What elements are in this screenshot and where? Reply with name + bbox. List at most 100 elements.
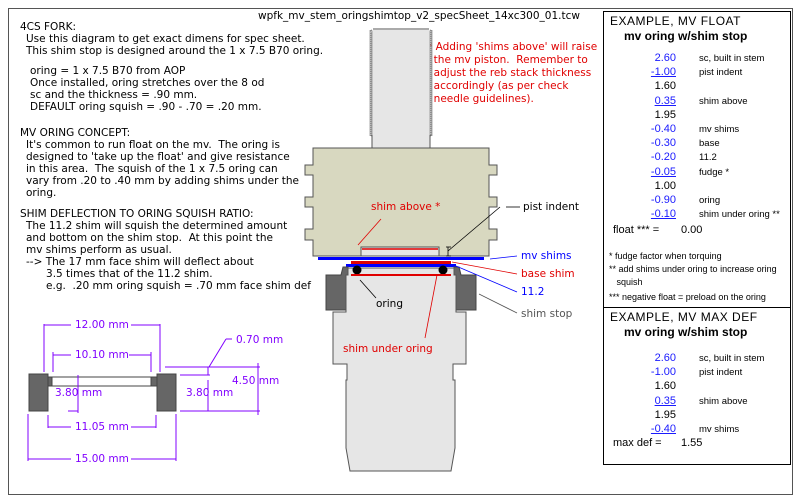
concept-line-5: oring. — [26, 187, 57, 199]
intro-heading: 4CS FORK: — [20, 21, 77, 33]
calc-label: shim under oring ** — [699, 209, 780, 221]
calc-label: 11.2 — [699, 152, 717, 164]
warning-line-3: adjust the reb stack thickness — [427, 67, 592, 79]
calc-value: 1.95 — [654, 108, 676, 121]
calc-row: -1.00 pist indent — [604, 66, 790, 80]
oring-left — [352, 265, 362, 275]
oring-right — [438, 265, 448, 275]
calc-label: mv shims — [699, 424, 740, 435]
dim-right-depth: 3.80 mm — [186, 387, 234, 399]
ratio-line-3: mv shims perform as usual. — [26, 244, 172, 256]
warning-line-2: the mv piston. Remember to — [427, 54, 588, 66]
float-total-label: float *** = — [613, 224, 660, 236]
warning-line-4: accordingly (as per check — [427, 80, 569, 92]
ratio-heading: SHIM DEFLECTION TO ORING SQUISH RATIO: — [20, 208, 254, 220]
file-title: wpfk_mv_stem_oringshimtop_v2_specSheet_1… — [258, 10, 580, 22]
calc-value: -0.30 — [650, 137, 676, 150]
calc-row: 1.60 — [604, 80, 790, 94]
float-note-1: * fudge factor when torquing — [609, 251, 722, 261]
shim-above — [360, 246, 440, 257]
calc-row: 1.95 — [604, 409, 790, 423]
calc-value: -1.00 — [650, 66, 676, 79]
calc-label: mv shims — [699, 124, 740, 135]
calc-row: 2.60 sc, built in stem — [604, 52, 790, 66]
calc-row: 1.60 — [604, 380, 790, 394]
oring-line-4: DEFAULT oring squish = .90 - .70 = .20 m… — [30, 101, 262, 113]
float-panel-subtitle: mv oring w/shim stop — [624, 29, 748, 43]
shim-11-2 — [346, 264, 456, 267]
calc-label: sc, built in stem — [699, 353, 765, 364]
warning-line-5: needle guidelines). — [427, 93, 534, 105]
shim-under-oring — [351, 274, 451, 276]
concept-line-3: in this area. The squish of the 1 x 7.5 … — [26, 163, 278, 175]
calc-value: 0.35 — [654, 94, 676, 107]
ratio-line-5: 3.5 times that of the 11.2 shim. — [26, 268, 213, 280]
float-example-panel: EXAMPLE, MV FLOAT mv oring w/shim stop 2… — [603, 11, 791, 308]
concept-line-1: It's common to run float on the mv. The … — [26, 139, 280, 151]
label-shim-above: shim above * — [371, 201, 441, 213]
concept-line-4: vary from .20 to .40 mm by adding shims … — [26, 175, 299, 187]
oring-line-3: sc and the thickness = .90 mm. — [30, 89, 198, 101]
calc-row: -0.05 fudge * — [604, 166, 790, 180]
calc-row: -0.20 11.2 — [604, 151, 790, 165]
label-shim-under-oring: shim under oring — [343, 343, 433, 355]
label-shim-stop: shim stop — [521, 308, 573, 320]
dimension-lines — [27, 324, 260, 461]
dim-step: 0.70 mm — [236, 334, 284, 346]
concept-line-2: designed to 'take up the float' and give… — [26, 151, 290, 163]
maxdef-panel-title: EXAMPLE, MV MAX DEF — [610, 310, 758, 324]
dim-top-outer: 12.00 mm — [75, 319, 129, 331]
label-11-2: 11.2 — [521, 286, 545, 298]
dim-bore: 11.05 mm — [75, 421, 129, 433]
float-note-3: squish — [609, 277, 643, 287]
float-note-2: ** add shims under oring to increase ori… — [609, 264, 777, 274]
ratio-line-6: e.g. .20 mm oring squish = .70 mm face s… — [26, 280, 311, 292]
calc-label: sc, built in stem — [699, 53, 765, 64]
calc-row: -0.40 mv shims — [604, 123, 790, 137]
label-base-shim: base shim — [521, 268, 575, 280]
calc-row: 1.95 — [604, 109, 790, 123]
calc-label: pist indent — [699, 367, 743, 379]
dim-height: 4.50 mm — [232, 375, 280, 387]
maxdef-total-value: 1.55 — [681, 437, 703, 449]
calc-label: base — [699, 138, 720, 150]
calc-value: 1.95 — [654, 408, 676, 421]
calc-value: 2.60 — [654, 52, 676, 64]
intro-line-1: Use this diagram to get exact dimens for… — [26, 33, 305, 45]
oring-line-1: oring = 1 x 7.5 B70 from AOP — [30, 65, 186, 77]
oring-line-2: Once installed, oring stretches over the… — [30, 77, 265, 89]
base-shim — [351, 261, 451, 264]
dim-outer: 15.00 mm — [75, 453, 129, 465]
label-mv-shims: mv shims — [521, 250, 572, 262]
calc-value: -1.00 — [650, 366, 676, 379]
calc-row: -0.30 base — [604, 137, 790, 151]
calc-label: pist indent — [699, 67, 743, 79]
ratio-line-4: --> The 17 mm face shim will deflect abo… — [26, 256, 254, 268]
calc-row: -1.00 pist indent — [604, 366, 790, 380]
calc-value: -0.20 — [650, 151, 676, 164]
intro-line-2: This shim stop is designed around the 1 … — [26, 45, 324, 57]
calc-value: 1.60 — [654, 380, 676, 393]
calc-value: -0.10 — [650, 208, 676, 221]
calc-value: 1.60 — [654, 80, 676, 93]
float-note-4: *** negative float = preload on the orin… — [609, 292, 766, 302]
label-oring: oring — [376, 298, 403, 310]
calc-label: fudge * — [699, 166, 730, 178]
calc-value: 1.00 — [654, 179, 676, 192]
calc-value: -0.05 — [650, 165, 676, 178]
mv-shims — [318, 257, 484, 260]
concept-heading: MV ORING CONCEPT: — [20, 127, 131, 139]
calc-value: -0.40 — [650, 423, 676, 435]
float-panel-title: EXAMPLE, MV FLOAT — [610, 14, 741, 28]
ratio-line-2: and bottom on the shim stop. At this poi… — [26, 232, 273, 244]
calc-value: -0.40 — [650, 123, 676, 135]
calc-value: -0.90 — [650, 194, 676, 206]
shim-stop-section — [28, 373, 177, 412]
dim-top-inner: 10.10 mm — [75, 349, 129, 361]
dim-left-depth: 3.80 mm — [55, 387, 103, 399]
calc-label: oring — [699, 195, 721, 206]
